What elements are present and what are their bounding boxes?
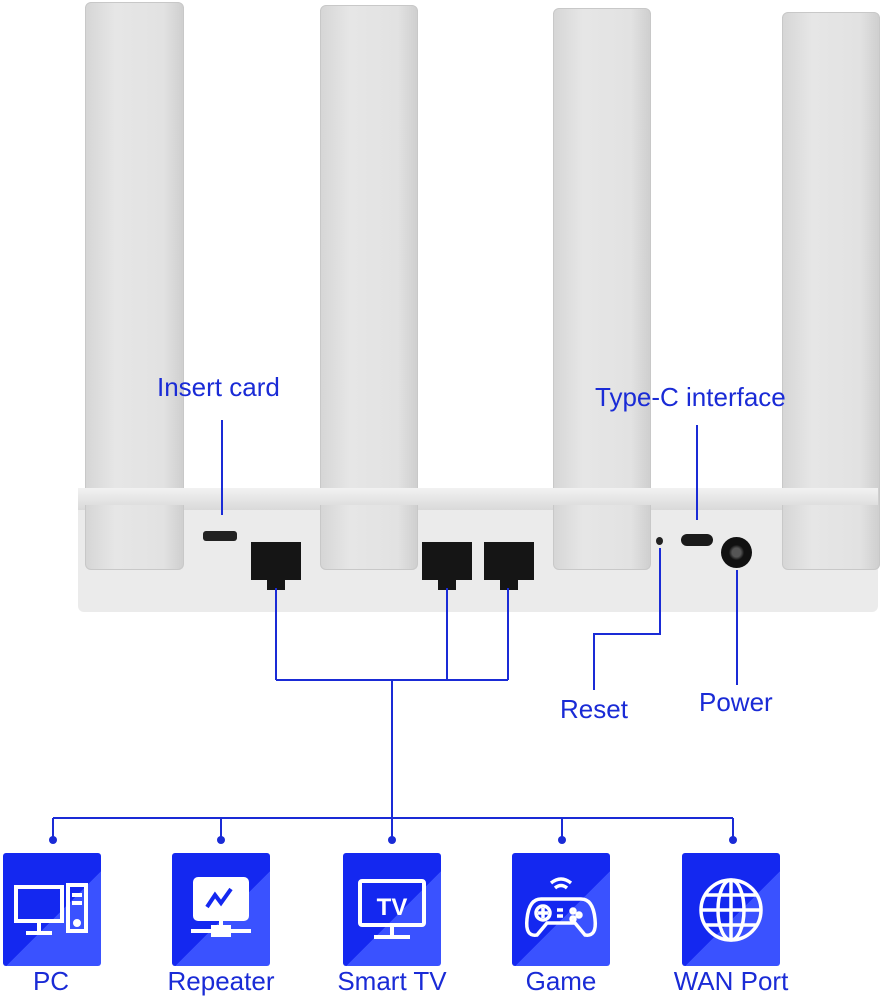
type-c-label: Type-C interface (595, 382, 786, 412)
power-jack (721, 537, 752, 568)
device-label-smart-tv: Smart TV (337, 966, 447, 996)
antenna-1-base (85, 505, 184, 570)
router-top-strip (78, 488, 878, 510)
antenna-2-base (320, 505, 418, 570)
gamepad-icon (524, 876, 598, 937)
antenna-1 (85, 2, 184, 570)
repeater-icon (191, 876, 251, 937)
antenna-3-base (553, 505, 651, 570)
repeater-box (172, 853, 270, 966)
device-label-game: Game (525, 966, 597, 996)
power-label: Power (699, 687, 773, 717)
usb-c-port (681, 534, 713, 546)
device-label-wan-port: WAN Port (673, 966, 789, 996)
lan-port-2 (422, 542, 472, 590)
smart-tv-box: TV (343, 853, 441, 966)
tv-icon: TV (358, 878, 426, 939)
pc-icon (14, 882, 88, 935)
game-box (512, 853, 610, 966)
lan-port-1 (251, 542, 301, 590)
lan-port-3 (484, 542, 534, 590)
antenna-2 (320, 5, 418, 570)
sim-card-slot (203, 531, 237, 541)
reset-hole (656, 537, 663, 545)
globe-icon (699, 877, 763, 942)
insert-card-label: Insert card (157, 372, 280, 402)
antenna-4-base (782, 505, 880, 570)
antenna-4 (782, 12, 880, 570)
device-label-pc: PC (32, 966, 70, 996)
reset-label: Reset (560, 694, 628, 724)
device-label-repeater: Repeater (167, 966, 275, 996)
wan-port-box (682, 853, 780, 966)
pc-box (3, 853, 101, 966)
svg-text:TV: TV (377, 894, 408, 921)
